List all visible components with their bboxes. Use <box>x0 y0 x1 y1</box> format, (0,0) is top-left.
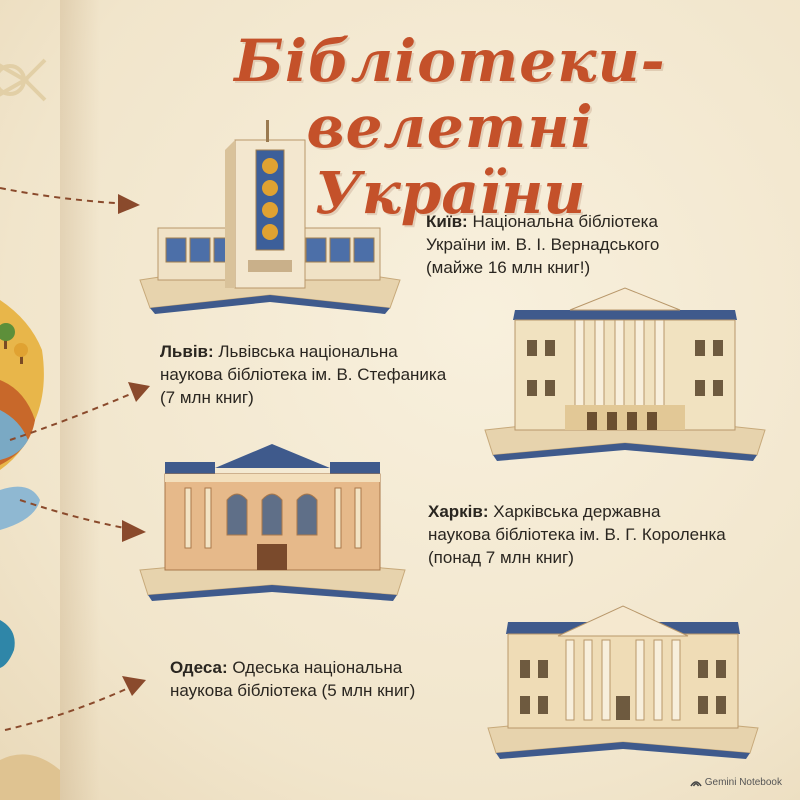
library-desc: України ім. В. І. Вернадського <box>426 235 660 254</box>
arrow-icon <box>9 382 150 441</box>
caption-lviv: Львів: Львівська національна наукова біб… <box>160 340 446 409</box>
library-desc: наукова бібліотека ім. В. Г. Короленка <box>428 525 726 544</box>
kyiv-library-building <box>139 120 401 314</box>
odesa-library-building <box>487 605 759 759</box>
title-line-1: Бібліотеки-велетні <box>234 27 666 161</box>
city-label: Київ: <box>426 212 468 231</box>
library-desc: Національна бібліотека <box>467 212 658 231</box>
library-desc: Одеська національна <box>227 658 403 677</box>
arrow-icon <box>19 499 146 542</box>
arrow-icon <box>4 676 146 731</box>
gemini-logo-icon <box>690 780 702 786</box>
page-title: Бібліотеки-велетні України <box>150 28 750 226</box>
footer-brand: Gemini Notebook <box>690 777 782 788</box>
library-desc: (7 млн книг) <box>160 388 254 407</box>
city-label: Одеса: <box>170 658 228 677</box>
city-label: Львів: <box>160 342 214 361</box>
caption-kyiv: Київ: Національна бібліотека України ім.… <box>426 210 659 279</box>
lviv-library-building <box>484 287 766 461</box>
title-line-2: України <box>314 159 586 227</box>
kharkiv-library-building <box>139 444 406 601</box>
library-desc: (майже 16 млн книг!) <box>426 258 591 277</box>
tree-icon <box>0 323 28 364</box>
city-label: Харків: <box>428 502 489 521</box>
page-fold-shadow <box>60 0 100 800</box>
caption-odesa: Одеса: Одеська національна наукова біблі… <box>170 656 415 702</box>
map-icon <box>0 58 60 800</box>
library-desc: Харківська державна <box>488 502 661 521</box>
arrow-icon <box>0 187 140 214</box>
library-desc: (понад 7 млн книг) <box>428 548 574 567</box>
caption-kharkiv: Харків: Харківська державна наукова бібл… <box>428 500 726 569</box>
ornament-icon <box>0 58 47 102</box>
library-desc: наукова бібліотека ім. В. Стефаника <box>160 365 447 384</box>
library-desc: наукова бібліотека (5 млн книг) <box>170 681 416 700</box>
library-desc: Львівська національна <box>213 342 398 361</box>
footer-brand-text: Gemini Notebook <box>704 777 782 788</box>
